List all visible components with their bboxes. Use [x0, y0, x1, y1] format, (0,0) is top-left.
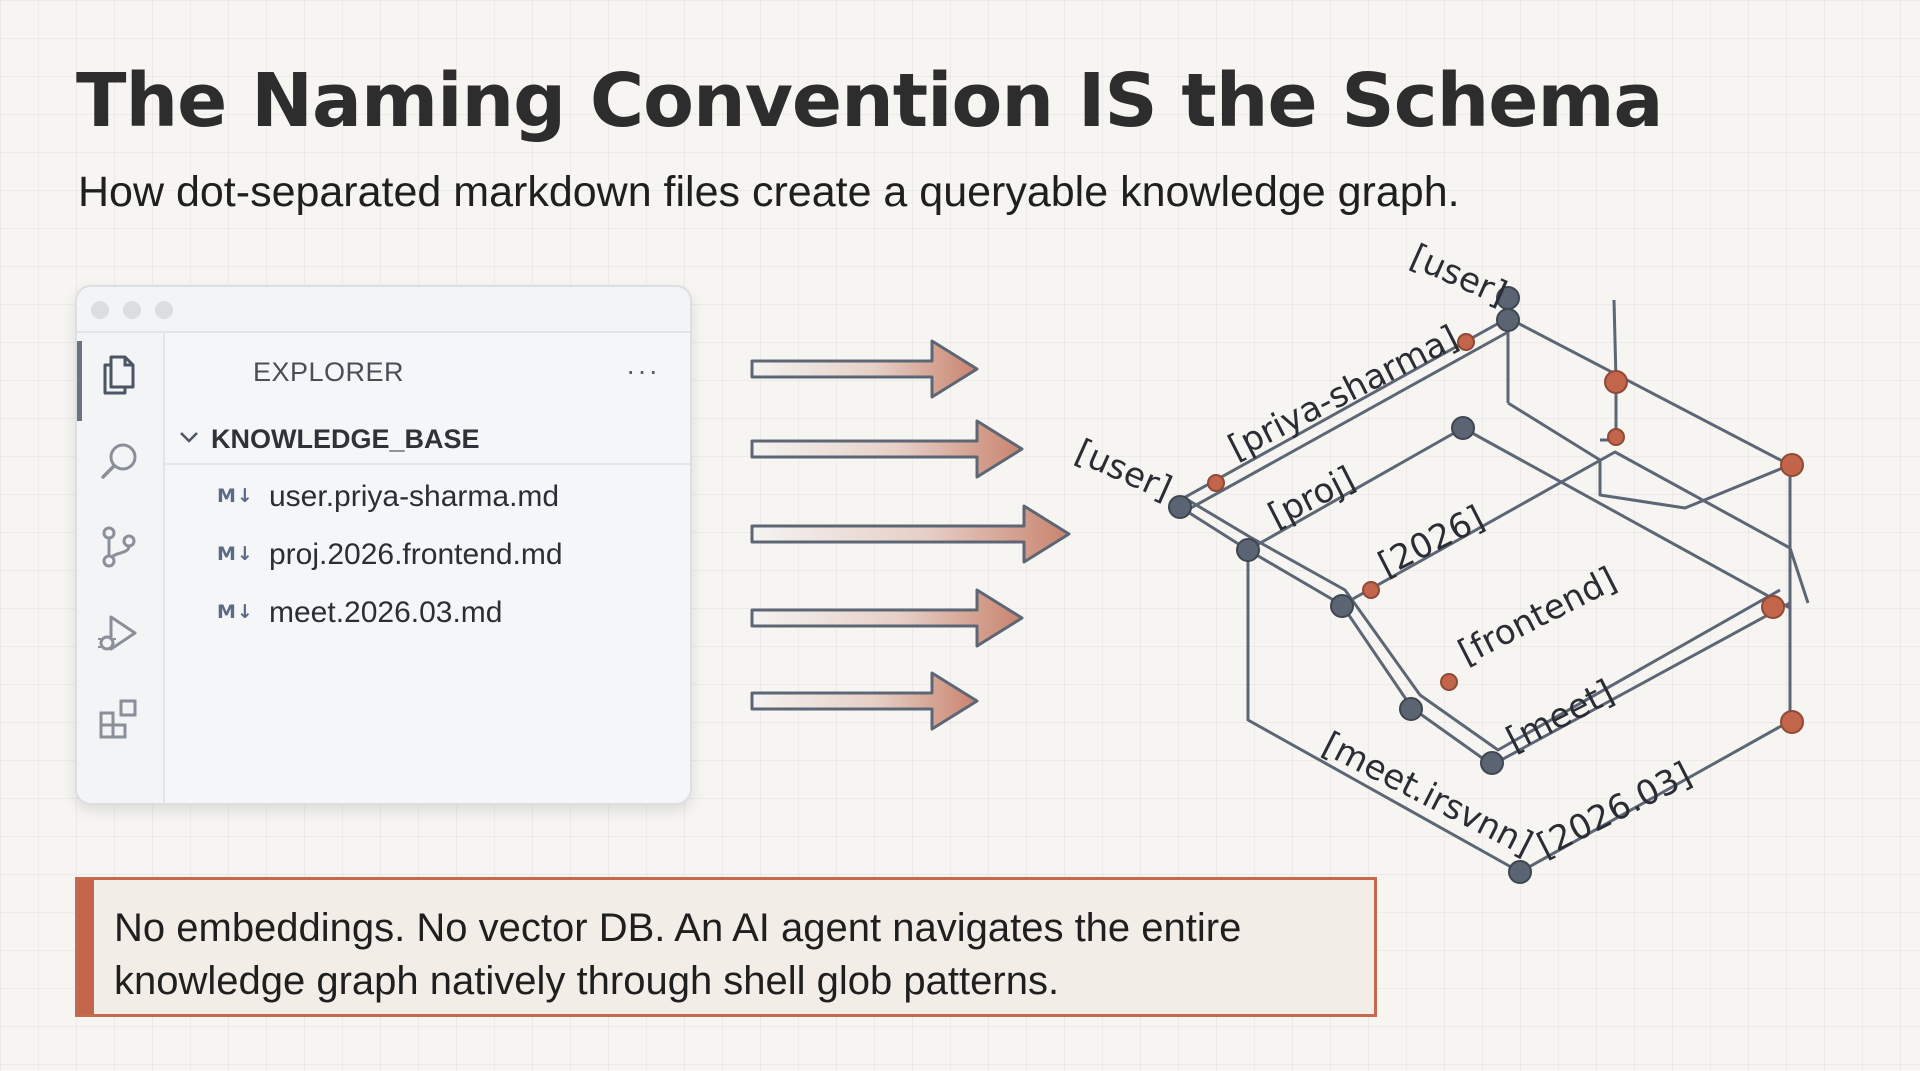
explorer-panel: EXPLORER ··· KNOWLEDGE_BASE M↓ user.priy…: [165, 333, 690, 803]
activity-bar: [77, 333, 165, 803]
graph-label: [proj]: [1262, 459, 1362, 536]
graph-node[interactable]: [1451, 416, 1475, 440]
page-subtitle: How dot-separated markdown files create …: [78, 168, 1460, 216]
graph-node[interactable]: [1399, 697, 1423, 721]
flow-arrow: [750, 588, 1024, 648]
window-titlebar: [77, 287, 690, 333]
file-item[interactable]: M↓ user.priya-sharma.md: [165, 471, 690, 523]
flow-arrow: [750, 339, 979, 399]
file-name: proj.2026.frontend.md: [269, 538, 563, 571]
search-icon[interactable]: [95, 437, 143, 485]
graph-edges: [1179, 296, 1810, 874]
graph-node[interactable]: [1330, 594, 1354, 618]
folder-row[interactable]: KNOWLEDGE_BASE: [165, 415, 690, 465]
file-name: user.priya-sharma.md: [269, 480, 560, 513]
graph-node[interactable]: [1207, 474, 1225, 492]
graph-label: [2026]: [1372, 498, 1491, 585]
callout-box: No embeddings. No vector DB. An AI agent…: [75, 877, 1377, 1017]
graph-node[interactable]: [1780, 453, 1804, 477]
graph-node[interactable]: [1480, 751, 1504, 775]
flow-arrow: [750, 419, 1024, 479]
markdown-icon: M↓: [217, 485, 254, 507]
markdown-icon: M↓: [217, 543, 254, 565]
graph-accent-nodes: [1207, 333, 1804, 734]
graph-label: [priya-sharma]: [1222, 318, 1465, 468]
page-title: The Naming Convention IS the Schema: [76, 58, 1663, 144]
graph-label: [frontend]: [1452, 560, 1623, 673]
graph-node[interactable]: [1362, 581, 1380, 599]
window-minimize-dot[interactable]: [123, 301, 141, 319]
graph-node[interactable]: [1457, 333, 1475, 351]
file-name: meet.2026.03.md: [269, 596, 503, 629]
window-close-dot[interactable]: [91, 301, 109, 319]
flow-arrow: [750, 504, 1071, 564]
graph-label: [meet]: [1500, 672, 1620, 760]
graph-node[interactable]: [1607, 428, 1625, 446]
callout-line: No embeddings. No vector DB. An AI agent…: [114, 906, 1242, 950]
graph-node[interactable]: [1780, 710, 1804, 734]
callout-line: knowledge graph natively through shell g…: [114, 959, 1060, 1003]
graph-node[interactable]: [1496, 308, 1520, 332]
graph-node[interactable]: [1236, 538, 1260, 562]
graph-node[interactable]: [1168, 495, 1192, 519]
more-actions-icon[interactable]: ···: [626, 355, 660, 386]
callout-accent-bar: [78, 880, 94, 1014]
markdown-icon: M↓: [217, 601, 254, 623]
explorer-label: EXPLORER: [253, 357, 405, 387]
flow-arrow: [750, 671, 979, 731]
graph-label: [2026.03]: [1531, 754, 1698, 866]
chevron-down-icon[interactable]: [177, 425, 201, 449]
graph-node[interactable]: [1604, 370, 1628, 394]
graph-label: [user]: [1069, 432, 1177, 510]
folder-name: KNOWLEDGE_BASE: [211, 424, 480, 454]
graph-node[interactable]: [1761, 595, 1785, 619]
flow-arrows: [750, 339, 1071, 731]
extensions-icon[interactable]: [95, 695, 143, 743]
files-icon[interactable]: [95, 351, 143, 399]
run-debug-icon[interactable]: [95, 609, 143, 657]
source-control-icon[interactable]: [95, 523, 143, 571]
file-item[interactable]: M↓ meet.2026.03.md: [165, 587, 690, 639]
callout-text: No embeddings. No vector DB. An AI agent…: [114, 902, 1354, 1008]
graph-nodes: [1168, 286, 1532, 884]
active-indicator: [77, 341, 82, 421]
file-item[interactable]: M↓ proj.2026.frontend.md: [165, 529, 690, 581]
explorer-window: EXPLORER ··· KNOWLEDGE_BASE M↓ user.priy…: [75, 285, 692, 805]
graph-node[interactable]: [1508, 860, 1532, 884]
graph-node[interactable]: [1440, 673, 1458, 691]
explorer-header: EXPLORER ···: [253, 333, 690, 411]
window-maximize-dot[interactable]: [155, 301, 173, 319]
graph-label: [user]: [1404, 237, 1512, 315]
